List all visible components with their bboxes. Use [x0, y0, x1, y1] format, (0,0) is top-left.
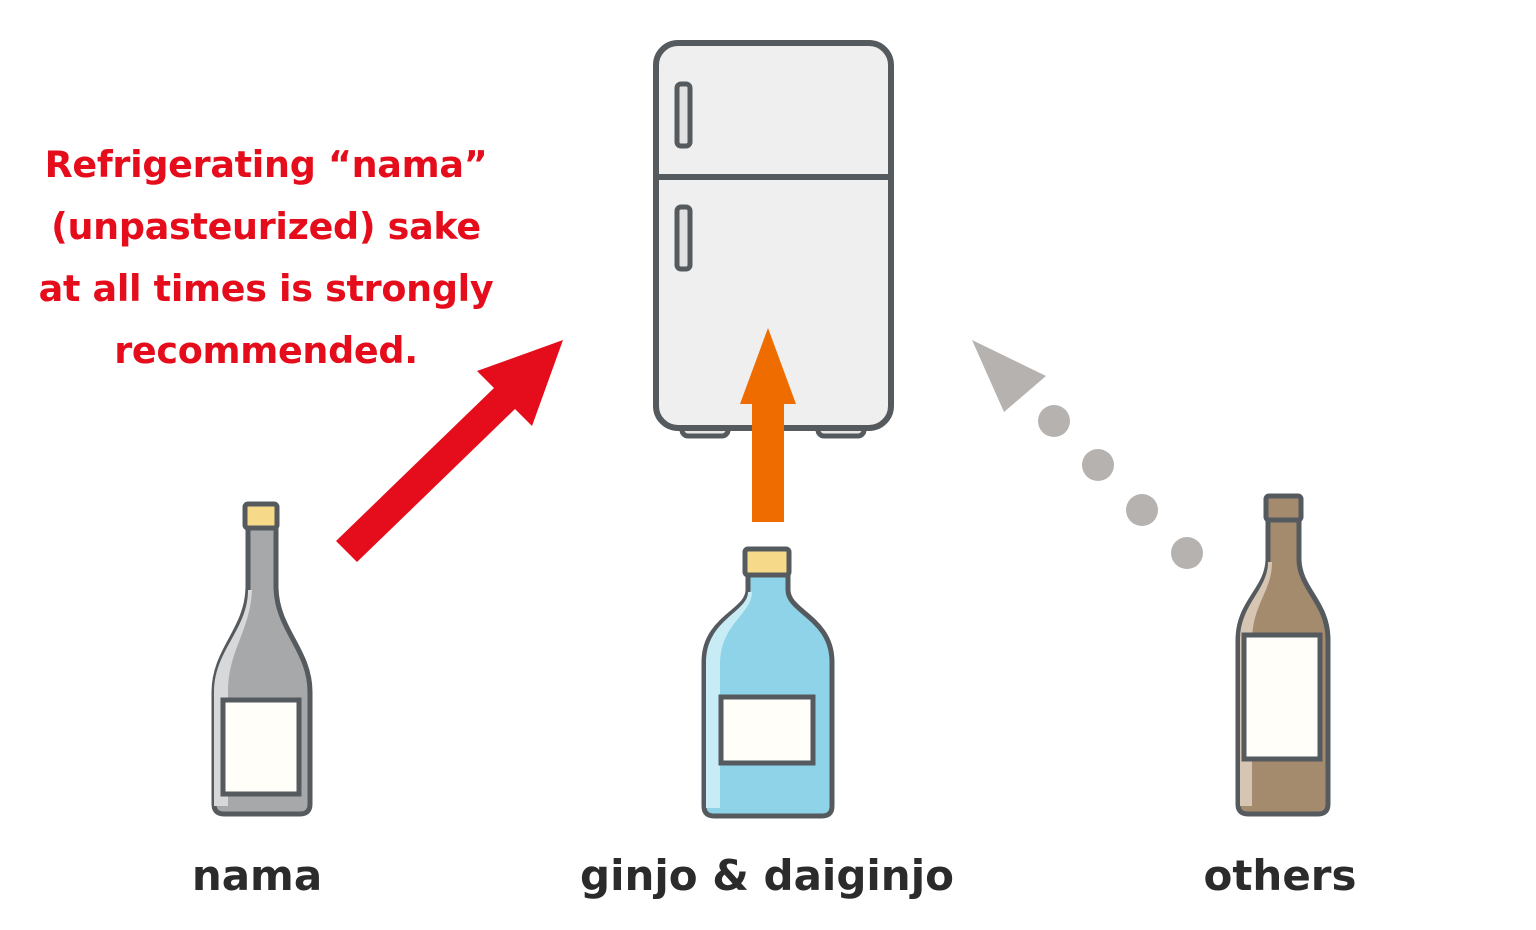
fridge-icon: [653, 40, 894, 439]
label-ginjo-daiginjo: ginjo & daiginjo: [580, 851, 954, 900]
note-line-3: at all times is strongly: [38, 267, 494, 310]
label-nama: nama: [191, 851, 323, 900]
label-others: others: [1203, 851, 1357, 900]
sake-bottle-icon-nama: [211, 501, 313, 817]
sake-bottle-icon-others: [1235, 493, 1331, 817]
note-line-2: (unpasteurized) sake: [51, 205, 481, 248]
note-line-1: Refrigerating “nama”: [44, 143, 488, 186]
arrow-ginjo-to-fridge: [740, 328, 796, 522]
note-line-4: recommended.: [114, 329, 418, 372]
arrow-nama-to-fridge: [336, 340, 563, 562]
sake-bottle-icon-ginjo: [701, 546, 835, 819]
arrow-others-to-fridge: [972, 340, 1203, 569]
refrigeration-note: Refrigerating “nama” (unpasteurized) sak…: [20, 134, 512, 382]
